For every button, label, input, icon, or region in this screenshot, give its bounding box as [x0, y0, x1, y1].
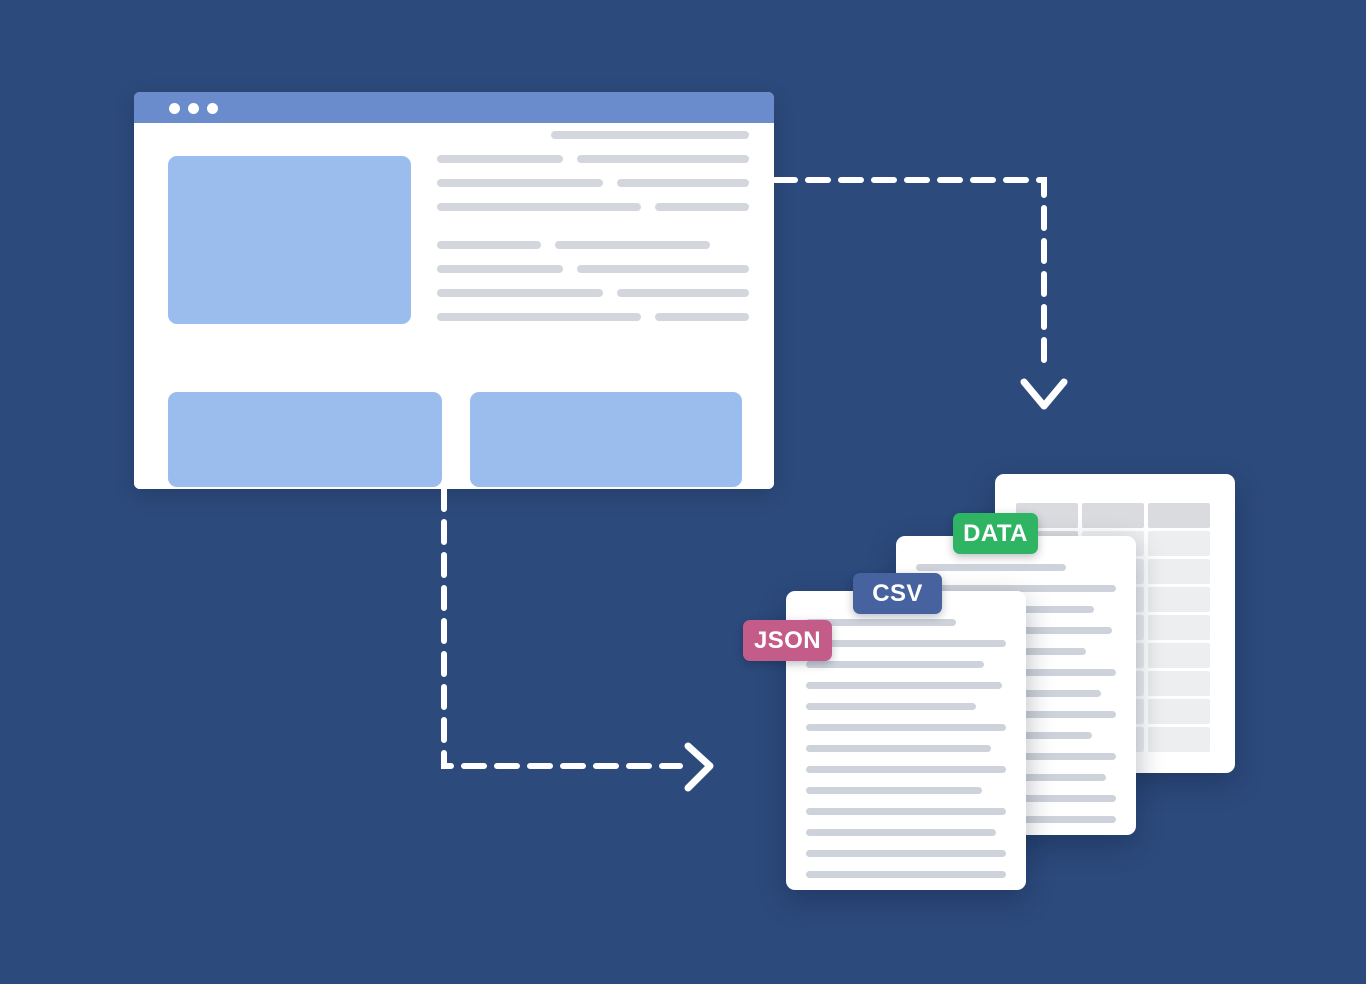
- window-dot-minimize-icon[interactable]: [188, 103, 199, 114]
- badge-data[interactable]: DATA: [953, 513, 1038, 554]
- article-text-placeholder: [437, 123, 749, 393]
- window-dot-close-icon[interactable]: [169, 103, 180, 114]
- text-placeholder-line: [437, 241, 541, 249]
- table-cell: [1148, 671, 1210, 696]
- text-placeholder-line: [617, 289, 749, 297]
- content-card-left-placeholder: [168, 392, 442, 487]
- table-cell: [1148, 643, 1210, 668]
- text-placeholder-line: [577, 265, 749, 273]
- browser-to-table-connector: [772, 177, 1047, 371]
- arrow-down-icon: [1020, 378, 1068, 410]
- window-dot-maximize-icon[interactable]: [207, 103, 218, 114]
- text-placeholder-line: [555, 241, 710, 249]
- table-cell: [1148, 531, 1210, 556]
- badge-csv[interactable]: CSV: [853, 573, 942, 614]
- text-placeholder-line: [437, 203, 641, 211]
- document-text-line: [916, 585, 1116, 592]
- content-card-right-placeholder: [470, 392, 742, 487]
- browser-to-documents-connector: [441, 486, 683, 769]
- text-placeholder-line: [655, 313, 749, 321]
- document-text-line: [806, 745, 991, 752]
- document-text-line: [916, 564, 1066, 571]
- table-cell: [1148, 727, 1210, 752]
- table-cell: [1148, 559, 1210, 584]
- browser-window-mockup: [134, 92, 774, 489]
- document-text-line: [806, 787, 982, 794]
- arrow-right-icon: [684, 742, 714, 792]
- text-placeholder-line: [577, 155, 749, 163]
- text-placeholder-line: [437, 179, 603, 187]
- text-placeholder-line: [617, 179, 749, 187]
- document-text-line: [806, 829, 996, 836]
- text-placeholder-line: [437, 155, 563, 163]
- document-text-line: [806, 703, 976, 710]
- badge-json[interactable]: JSON: [743, 620, 832, 661]
- document-text-line: [806, 808, 1006, 815]
- document-text-line: [806, 766, 1006, 773]
- text-placeholder-line: [551, 131, 749, 139]
- badge-csv-label: CSV: [872, 579, 923, 607]
- text-placeholder-line: [655, 203, 749, 211]
- table-header-cell: [1148, 503, 1210, 528]
- text-placeholder-line: [437, 265, 563, 273]
- table-cell: [1148, 587, 1210, 612]
- table-header-cell: [1082, 503, 1144, 528]
- badge-json-label: JSON: [754, 626, 821, 654]
- table-cell: [1148, 615, 1210, 640]
- document-text-line: [806, 640, 1006, 647]
- table-cell: [1148, 699, 1210, 724]
- hero-image-placeholder: [168, 156, 411, 324]
- text-placeholder-line: [437, 289, 603, 297]
- document-text-line: [806, 661, 984, 668]
- document-text-line: [806, 682, 1002, 689]
- browser-titlebar: [134, 92, 774, 123]
- text-placeholder-line: [437, 313, 641, 321]
- document-text-line: [806, 850, 1006, 857]
- browser-content-area: [134, 123, 774, 489]
- document-text-line: [806, 619, 956, 626]
- document-text-line: [806, 871, 1006, 878]
- document-text-line: [806, 724, 1006, 731]
- badge-data-label: DATA: [963, 519, 1028, 547]
